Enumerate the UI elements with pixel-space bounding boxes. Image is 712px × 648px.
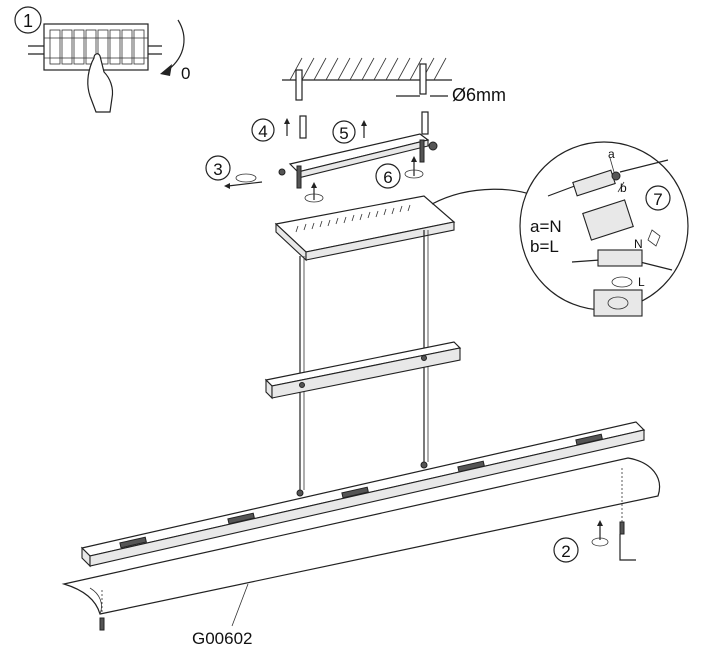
neutral-label: N	[634, 237, 643, 251]
screw-left-icon	[296, 165, 302, 189]
wire-b-equals-l: b=L	[530, 237, 559, 256]
rotate-icon-2	[591, 537, 609, 547]
ceiling: Ø6mm	[282, 57, 506, 105]
ceiling-mount-plate	[288, 133, 430, 173]
suspension-wires	[299, 230, 429, 490]
terminal-block-lower	[597, 249, 643, 267]
hand-icon	[87, 53, 114, 113]
switch-off-label: 0	[181, 64, 190, 83]
screw-right-icon	[419, 139, 425, 163]
step-2-badge	[553, 537, 579, 563]
cover-lower	[593, 289, 643, 317]
mounting-plate-assembly: 4 5 3 6	[205, 111, 438, 203]
step-5-number: 5	[339, 124, 348, 143]
live-label: L	[638, 275, 645, 289]
adjustment-bar	[264, 341, 462, 400]
step-3-number: 3	[213, 160, 222, 179]
step-4-number: 4	[258, 122, 267, 141]
luminaire-body	[80, 421, 646, 568]
step-7-badge	[645, 185, 671, 211]
rotate-arrow-icon	[167, 19, 185, 71]
step-2: 2	[553, 520, 636, 563]
diffuser-cover	[61, 457, 661, 631]
rotate-icon-6	[404, 169, 424, 179]
led-module-5	[575, 433, 603, 446]
step-7-wiring-detail: 7 a b a=N b=L N L	[519, 141, 689, 317]
step-1-number: 1	[23, 11, 33, 31]
wire-a-equals-n: a=N	[530, 217, 562, 236]
step-4-badge	[251, 118, 275, 142]
led-module-2	[227, 512, 255, 525]
wire-b-label: b	[620, 181, 627, 195]
step-6-badge	[375, 163, 401, 189]
drill-hole-left	[295, 69, 303, 101]
step-3-badge	[205, 155, 231, 181]
diffuser	[61, 457, 661, 615]
step-1-fuse-box: 1 0	[14, 6, 190, 113]
canopy	[274, 188, 545, 262]
allen-key-icon	[619, 534, 636, 561]
step-5-badge	[332, 120, 356, 144]
diffuser-screw-left-icon	[99, 617, 105, 631]
wire-a-label: a	[608, 147, 615, 161]
step-6-number: 6	[383, 168, 392, 187]
model-number: G00602	[192, 629, 253, 648]
led-module-3	[341, 486, 369, 499]
wall-plug-icon	[299, 115, 307, 139]
clip-icon	[647, 229, 661, 247]
rotate-icon-3	[235, 173, 257, 183]
step-2-number: 2	[561, 542, 570, 561]
cover-upper	[582, 199, 634, 241]
led-module-1	[119, 536, 147, 549]
step-1-badge	[14, 6, 42, 34]
diffuser-screw-right-icon	[619, 521, 625, 535]
drill-hole-right	[419, 63, 427, 95]
hole-diameter-label: Ø6mm	[452, 85, 506, 105]
led-module-4	[457, 460, 485, 473]
model-callout: G00602	[192, 583, 253, 648]
step-7-number: 7	[653, 190, 662, 209]
